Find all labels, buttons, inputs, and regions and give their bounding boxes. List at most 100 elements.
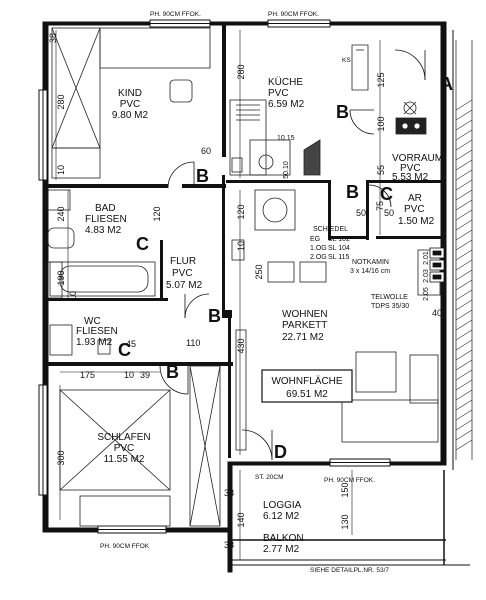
right-hatching: [455, 40, 473, 460]
schiedel-row-2-floor: 2.OG: [310, 254, 327, 261]
ffok-bottom: PH. 90CM FFOK: [100, 543, 150, 550]
windows: [38, 19, 391, 534]
schiedel-title: SCHIEDEL: [313, 226, 348, 233]
room-vorraum-name: VORRAUM: [392, 153, 443, 164]
dim-125: 125: [376, 72, 386, 87]
schiedel-row-0-value: SL 102: [328, 236, 350, 243]
wohnflaeche-box: [261, 369, 353, 403]
schiedel-row-1-floor: 1.OG: [310, 245, 327, 252]
notkamin-size: 3 x 14/16 cm: [350, 268, 390, 275]
marker-b-schlafen: B: [166, 362, 179, 382]
marker-a: A: [440, 74, 453, 94]
room-balkon-name: BALKON: [263, 533, 304, 544]
room-bad-floor: FLIESEN: [85, 214, 127, 225]
dim-120-b: 120: [236, 204, 246, 219]
interior-walls: [48, 22, 441, 458]
dim-175: 175: [80, 370, 95, 380]
dim-430: 430: [236, 338, 246, 353]
dim-100: 100: [376, 116, 386, 131]
room-flur-area: 5.07 M2: [166, 280, 203, 291]
dimension-lines: [55, 30, 381, 560]
room-wc-floor: FLIESEN: [76, 326, 118, 337]
dim-10-kind: 10: [56, 165, 66, 175]
marker-d: D: [274, 442, 287, 462]
schiedel-table: SCHIEDEL EG SL 102 1.OG SL 104 2.OG SL 1…: [310, 226, 350, 261]
telwolle-note: TELWOLLE TDPS 35/30: [371, 294, 409, 310]
marker-b-flur: B: [208, 306, 221, 326]
marker-c-bad: C: [136, 234, 149, 254]
room-wc-area: 1.93 M2: [76, 337, 113, 348]
room-loggia-name: LOGGIA: [263, 500, 302, 511]
dim-150: 150: [340, 482, 350, 497]
dim-50-b: 50: [384, 208, 394, 218]
dim-60: 60: [201, 146, 211, 156]
notkamin-title: NOTKAMIN: [352, 259, 389, 266]
annotations: PH. 90CM FFOK. PH. 90CM FFOK. PH. 90CM F…: [100, 11, 389, 574]
room-schlafen-floor: PVC: [114, 443, 135, 454]
living-furniture: [231, 189, 441, 451]
schiedel-row-1-value: SL 104: [328, 245, 350, 252]
room-ar-floor: PVC: [404, 204, 425, 215]
bathroom-fixtures: [47, 189, 156, 356]
chimney-flues: [429, 247, 445, 283]
dim-300: 300: [56, 450, 66, 465]
marker-b-vorraum: B: [346, 182, 359, 202]
room-kueche-area: 6.59 M2: [268, 99, 305, 110]
room-bad-name: BAD: [95, 203, 116, 214]
room-wohnen-name: WOHNEN: [282, 309, 328, 320]
detail-note: SIEHE DETAILPL.NR. 53/7: [310, 567, 389, 574]
dim-130: 130: [340, 514, 350, 529]
marker-b-kind: B: [196, 166, 209, 186]
wohnflaeche-area: 69.51 M2: [286, 389, 328, 400]
marker-c-vorraum: C: [380, 184, 393, 204]
room-wc-name: WC: [84, 316, 101, 327]
room-balkon-area: 2.77 M2: [263, 544, 300, 555]
dim-38-b: 38: [224, 540, 234, 550]
telwolle-title: TELWOLLE: [371, 294, 408, 301]
room-kind-floor: PVC: [120, 99, 141, 110]
schiedel-row-2-value: SL 115: [328, 254, 350, 261]
room-kind-area: 9.80 M2: [112, 110, 149, 121]
dim-50-a: 50: [356, 208, 366, 218]
dimension-labels: 38 280 10 60 280 125 100 10.15 50.10 55 …: [48, 33, 442, 550]
room-vorraum-area: 5.53 M2: [392, 172, 429, 183]
ks-label: KS: [342, 57, 351, 64]
room-kueche-name: KÜCHE: [268, 76, 303, 88]
room-flur-name: FLUR: [170, 256, 196, 267]
room-kueche-floor: PVC: [268, 88, 289, 99]
dim-280-kind: 280: [56, 94, 66, 109]
room-labels: KIND PVC 9.80 M2 KÜCHE PVC 6.59 M2 VORRA…: [76, 76, 443, 555]
dim-10-flur: 10: [68, 291, 78, 301]
dim-10-bad: 10: [236, 241, 246, 251]
schiedel-row-0-floor: EG: [310, 236, 320, 243]
dim-45: 45: [126, 339, 136, 349]
telwolle-spec: TDPS 35/30: [371, 303, 409, 310]
dim-280-kueche: 280: [236, 64, 246, 79]
room-bad-area: 4.83 M2: [85, 225, 122, 236]
dim-120: 120: [152, 206, 162, 221]
dim-55: 55: [376, 165, 386, 175]
room-flur-floor: PVC: [172, 268, 193, 279]
kitchen-equipment: [229, 44, 427, 176]
section-markers: A B B B C C B C B D: [118, 74, 453, 462]
dim-50-10: 50.10: [283, 161, 290, 179]
st-note: ST. 20CM: [255, 474, 284, 481]
door-swings: [159, 49, 426, 461]
dim-250: 250: [254, 264, 264, 279]
dim-38-a: 38: [224, 488, 234, 498]
room-ar-area: 1.50 M2: [398, 216, 435, 227]
room-schlafen-name: SCHLAFEN: [97, 432, 150, 443]
room-vorraum-floor: PVC: [400, 163, 421, 174]
ffok-top-2: PH. 90CM FFOK.: [268, 11, 319, 18]
ffok-top-1: PH. 90CM FFOK.: [150, 11, 201, 18]
room-wohnen-area: 22.71 M2: [282, 332, 324, 343]
dim-2-01: 2.01: [423, 251, 430, 265]
room-schlafen-area: 11.55 M2: [104, 454, 145, 465]
room-wohnen-floor: PARKETT: [282, 320, 327, 331]
dim-40: 40: [432, 308, 442, 318]
dim-38-top: 38: [48, 33, 58, 43]
room-loggia-area: 6.12 M2: [263, 511, 300, 522]
marker-b-kueche: B: [336, 102, 349, 122]
kind-furniture: [51, 27, 211, 179]
